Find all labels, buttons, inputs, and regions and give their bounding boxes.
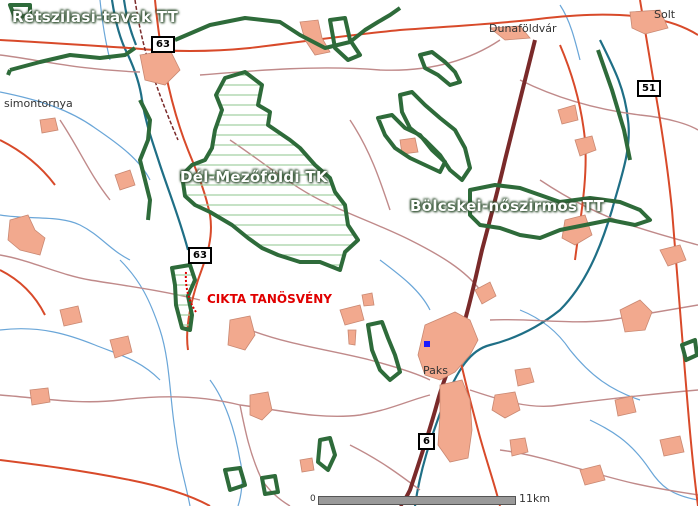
road-shield-6: 6	[418, 433, 435, 450]
town-simontornya: simontornya	[4, 97, 73, 110]
road-shield-63-south: 63	[188, 247, 212, 264]
protected-areas	[6, 3, 698, 496]
cikta-trail	[184, 271, 197, 313]
scale-max-label: 11km	[519, 492, 551, 505]
label-cikta-tanosveny[interactable]: CIKTA TANÖSVÉNY	[207, 292, 332, 306]
town-dunafoldvar: Dunaföldvár	[489, 22, 557, 35]
label-del-mezofoldi: Dél-Mezőföldi TK	[180, 168, 328, 186]
road-shield-51: 51	[637, 80, 661, 97]
scale-zero-label: 0	[310, 494, 316, 504]
label-bolcskei-noszirmos: Bölcskei-nőszirmos TT	[410, 197, 605, 215]
scale-bar	[318, 496, 516, 505]
town-solt: Solt	[654, 8, 676, 21]
town-paks: Paks	[423, 364, 448, 377]
road-shield-63-north: 63	[151, 36, 175, 53]
minor-roads	[0, 39, 698, 506]
settlements	[7, 9, 687, 486]
blue-square-poi-icon[interactable]	[424, 341, 430, 347]
label-retszilasi-tavak: Rétszilasi-tavak TT	[12, 8, 179, 26]
